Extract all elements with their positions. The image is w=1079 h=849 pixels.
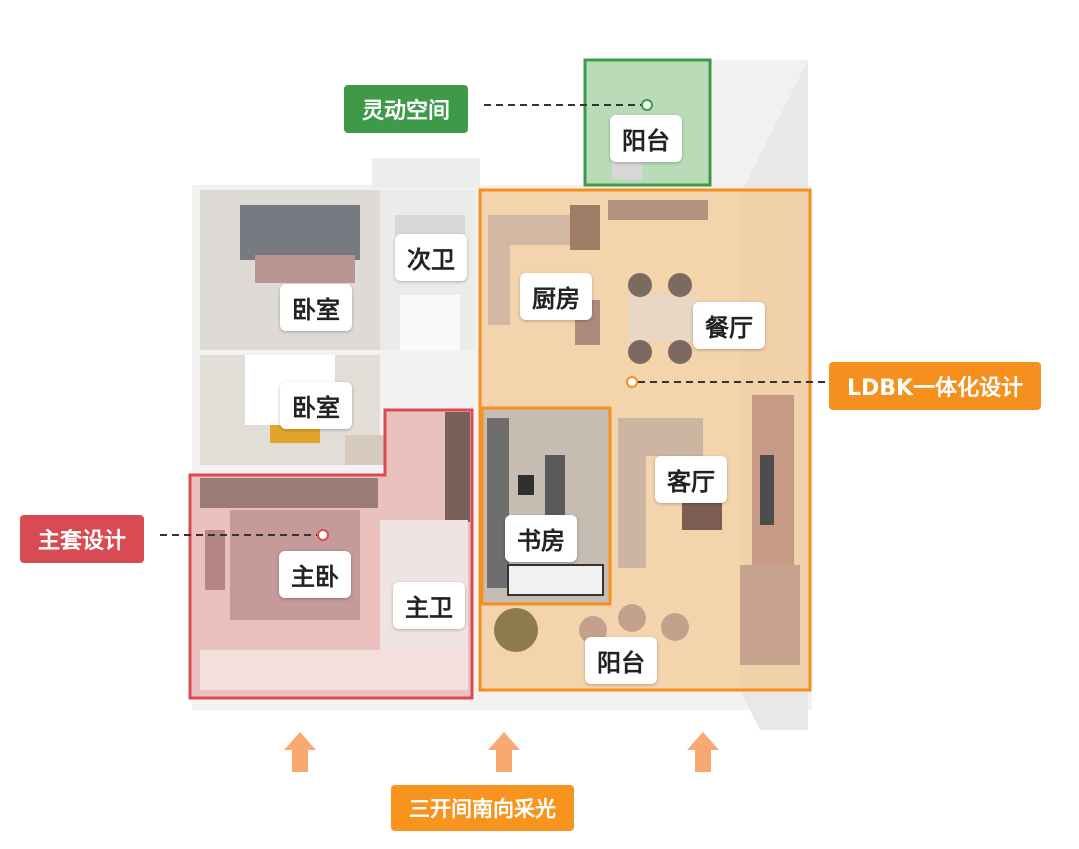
study-highlight	[480, 406, 612, 606]
room-label-living: 客厅	[655, 456, 727, 503]
callout-ldbk: LDBK一体化设计	[829, 362, 1042, 410]
room-label-kitchen: 厨房	[520, 273, 592, 320]
ldbk-marker	[626, 376, 638, 388]
room-label-bedroom-2: 卧室	[280, 382, 352, 429]
room-label-study: 书房	[505, 515, 577, 562]
room-label-bedroom-1: 卧室	[280, 284, 352, 331]
room-label-second-bath: 次卫	[395, 234, 467, 281]
sunlight-arrow-icon	[687, 732, 719, 772]
room-label-master-bedroom: 主卧	[279, 551, 351, 598]
room-label-balcony-top: 阳台	[610, 115, 682, 162]
sunlight-arrow-icon	[284, 732, 316, 772]
sunlight-arrow-icon	[488, 732, 520, 772]
flex-space-marker	[641, 99, 653, 111]
callout-flex-space: 灵动空间	[344, 85, 469, 133]
callout-south-light: 三开间南向采光	[391, 785, 574, 831]
sunlight-arrows	[284, 732, 719, 772]
room-label-balcony-bottom: 阳台	[585, 637, 657, 684]
master-suite-marker	[317, 529, 329, 541]
room-label-master-bath: 主卫	[393, 582, 465, 629]
room-label-dining: 餐厅	[693, 302, 765, 349]
callout-master-suite: 主套设计	[20, 515, 145, 563]
